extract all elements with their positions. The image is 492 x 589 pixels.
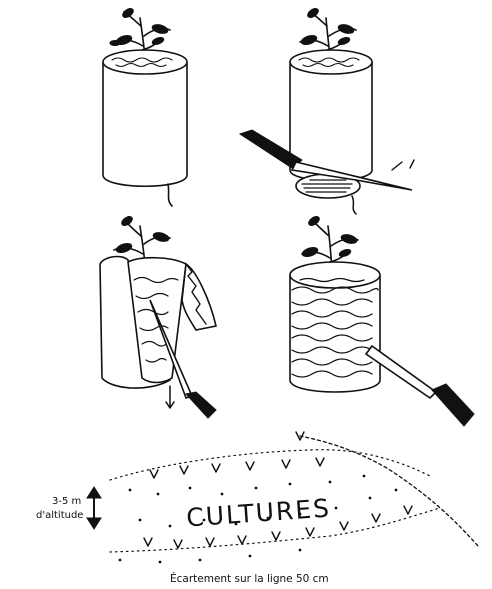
- pot-cut-bottom-illustration: [240, 7, 414, 214]
- spacing-label: Écartement sur la ligne 50 cm: [170, 572, 329, 585]
- pot-slit-open-illustration: [100, 215, 216, 418]
- knife-icon: [366, 346, 474, 426]
- altitude-label-line1: 3-5 m: [52, 496, 81, 507]
- pot-intact-illustration: [103, 7, 187, 206]
- altitude-label-line2: d'altitude: [36, 510, 83, 521]
- crops-label: CULTURES: [185, 493, 332, 532]
- plant-row-upper: [150, 432, 324, 478]
- root-ball-free-illustration: [290, 215, 474, 426]
- altitude-arrow-icon: [87, 487, 101, 529]
